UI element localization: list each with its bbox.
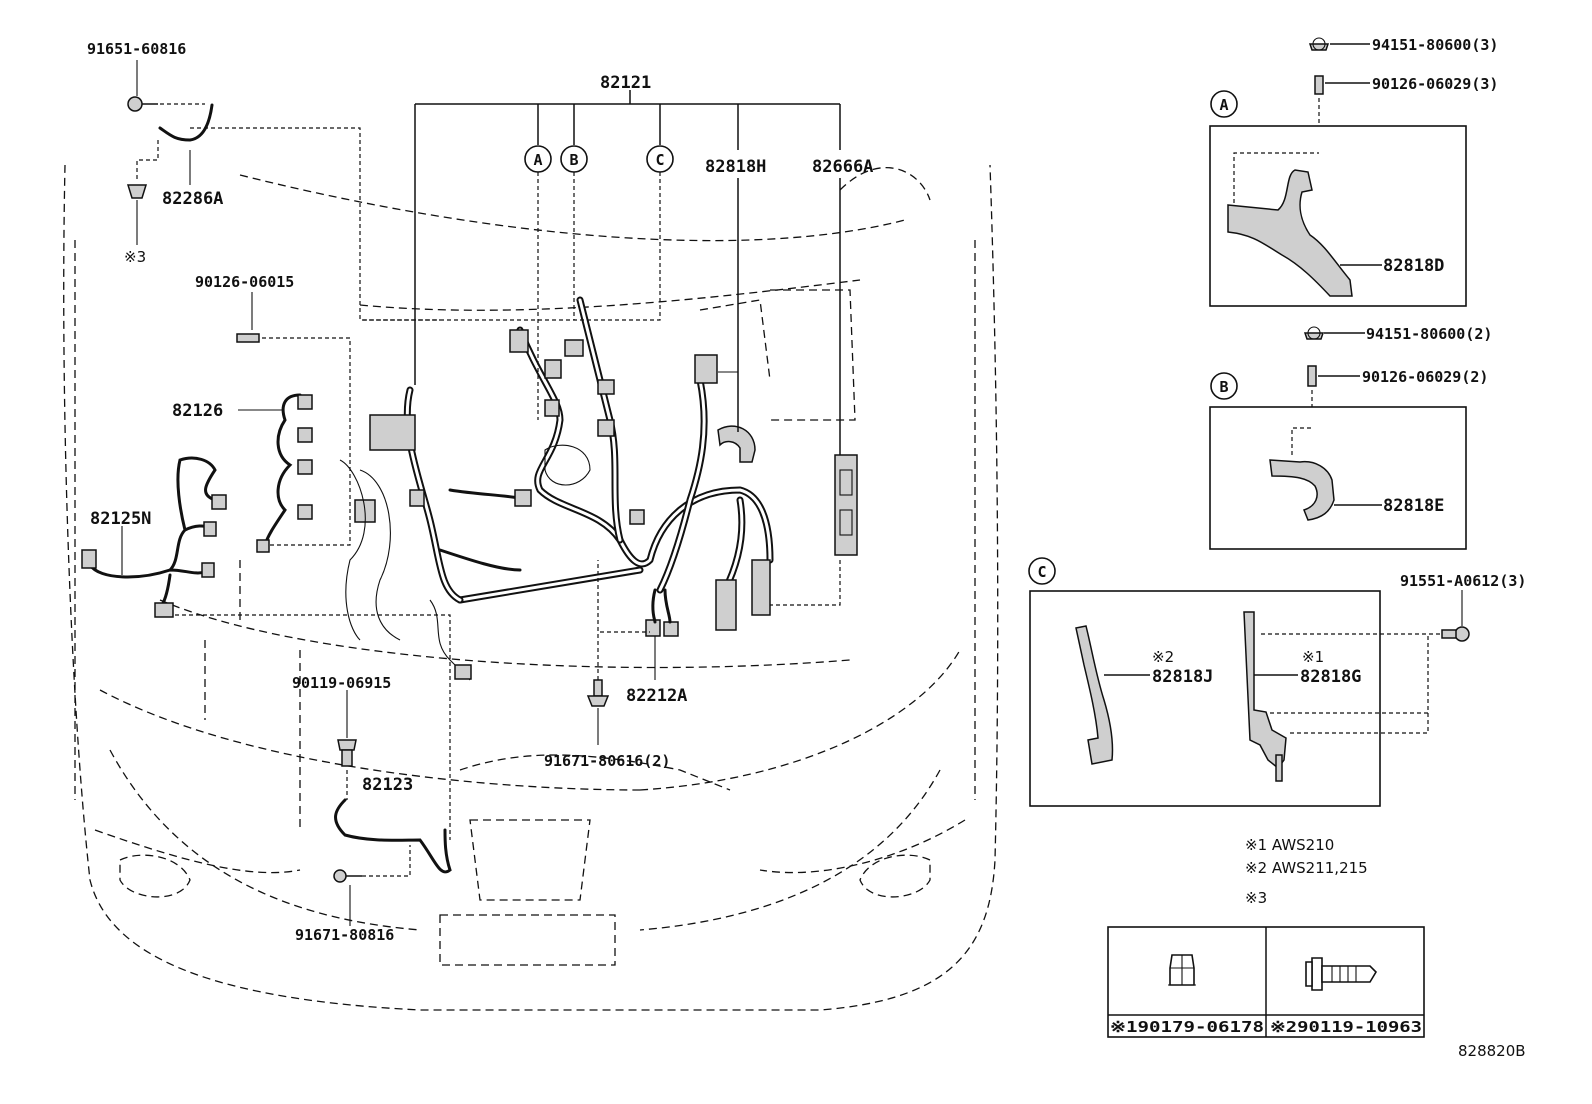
harness-82126: [238, 393, 313, 553]
label-94151-80600-3: 94151-80600(3): [1372, 36, 1498, 54]
main-engine-harness: [339, 296, 774, 681]
detail-b: B: [1209, 326, 1467, 550]
label-82125N: 82125N: [90, 509, 151, 529]
label-82666A: 82666A: [812, 157, 873, 177]
label-82286A: 82286A: [162, 189, 223, 209]
label-82212A: 82212A: [626, 686, 687, 706]
callout-c-detail: C: [1037, 563, 1046, 581]
vehicle-outline: [63, 164, 999, 1011]
label-82818J: 82818J: [1152, 667, 1213, 687]
label-90126-06015: 90126-06015: [195, 273, 294, 291]
note-aws210: ※1 AWS210: [1245, 836, 1334, 854]
sensor-82666A: [834, 454, 858, 556]
label-91651-60816: 91651-60816: [87, 40, 186, 58]
callout-a-detail: A: [1219, 96, 1228, 114]
label-82818E: 82818E: [1383, 496, 1444, 516]
label-90126-06029-2: 90126-06029(2): [1362, 368, 1488, 386]
callout-c-main: C: [655, 151, 664, 169]
label-90119-06915: 90119-06915: [292, 674, 391, 692]
label-91551-A0612: 91551-A0612(3): [1400, 572, 1526, 590]
bolt-91671-80616: [586, 560, 656, 745]
harness-82123-group: [333, 690, 452, 926]
label-90126-06029-3: 90126-06029(3): [1372, 75, 1498, 93]
callout-a-main: A: [533, 151, 542, 169]
callout-b-detail: B: [1219, 378, 1228, 396]
label-94151-80600-2: 94151-80600(2): [1366, 325, 1492, 343]
callout-markers-main: A B C: [524, 145, 674, 173]
diagram-id: 828820B: [1458, 1042, 1526, 1060]
detail-a: A: [1209, 37, 1467, 307]
label-82818H: 82818H: [705, 157, 766, 177]
note-3-heading: ※3: [1245, 889, 1267, 907]
label-82818D: 82818D: [1383, 256, 1444, 276]
label-mark-x1: ※1: [1302, 648, 1324, 666]
label-82123: 82123: [362, 775, 413, 795]
callout-b-main: B: [569, 151, 578, 169]
nut-icon: [1168, 954, 1196, 986]
bracket-82818H: [717, 425, 756, 463]
detail-c-frame: [1029, 590, 1381, 807]
label-82121: 82121: [600, 73, 651, 93]
label-82126: 82126: [172, 401, 223, 421]
leader-lines-82121: [360, 90, 841, 606]
note-aws211: ※2 AWS211,215: [1245, 859, 1368, 877]
fastener-left-label: ※190179-06178: [1110, 1018, 1264, 1036]
label-91671-80616: 91671-80616(2): [544, 752, 670, 770]
label-91671-80816: 91671-80816: [295, 926, 394, 944]
detail-b-frame: [1209, 406, 1467, 550]
fastener-right-label: ※290119-10963: [1270, 1018, 1422, 1036]
label-82818G: 82818G: [1300, 667, 1361, 687]
harness-82125N: [81, 456, 451, 840]
fastener-table: ※190179-06178 ※290119-10963: [1107, 926, 1425, 1038]
stud-90126-06015: [236, 292, 351, 546]
label-note3-ref: ※3: [124, 248, 146, 266]
label-mark-x2: ※2: [1152, 648, 1174, 666]
bolt-icon: [1305, 957, 1378, 991]
detail-c: C: [1028, 557, 1470, 807]
